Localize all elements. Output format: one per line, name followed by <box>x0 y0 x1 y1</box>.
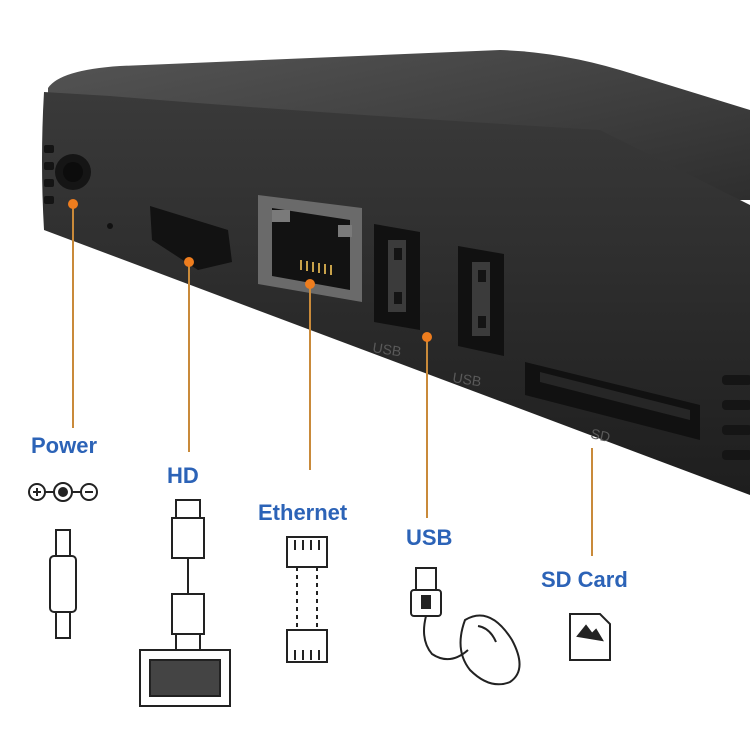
sd-card-label: SD Card <box>541 567 628 592</box>
hd-cable-icon <box>139 499 231 707</box>
right-vents <box>722 375 750 460</box>
ethernet-label: Ethernet <box>258 500 348 525</box>
power-plug-icon <box>28 482 98 639</box>
ethernet-cable-icon <box>286 536 328 663</box>
usb-port-2 <box>458 246 504 356</box>
ir-sensor <box>107 223 113 229</box>
usb-port-1 <box>374 224 420 330</box>
left-vents <box>44 145 54 204</box>
leader-lines <box>72 204 593 556</box>
hd-marker <box>184 257 194 267</box>
power-marker <box>68 199 78 209</box>
usb-marker <box>422 332 432 342</box>
usb-mouse-icon <box>410 567 521 686</box>
usb-port-1-text: USB <box>372 339 403 359</box>
ethernet-marker <box>305 279 315 289</box>
ethernet-port <box>258 195 362 302</box>
hd-label: HD <box>167 463 199 488</box>
sd-slot-text: SD <box>589 425 611 445</box>
power-label: Power <box>31 433 98 458</box>
usb-label: USB <box>406 525 453 550</box>
tv-box-device: USB USB SD <box>42 50 750 495</box>
sd-card-icon <box>569 613 611 661</box>
leader-markers <box>68 199 432 342</box>
usb-port-2-text: USB <box>452 369 483 389</box>
hdmi-port <box>150 206 232 270</box>
